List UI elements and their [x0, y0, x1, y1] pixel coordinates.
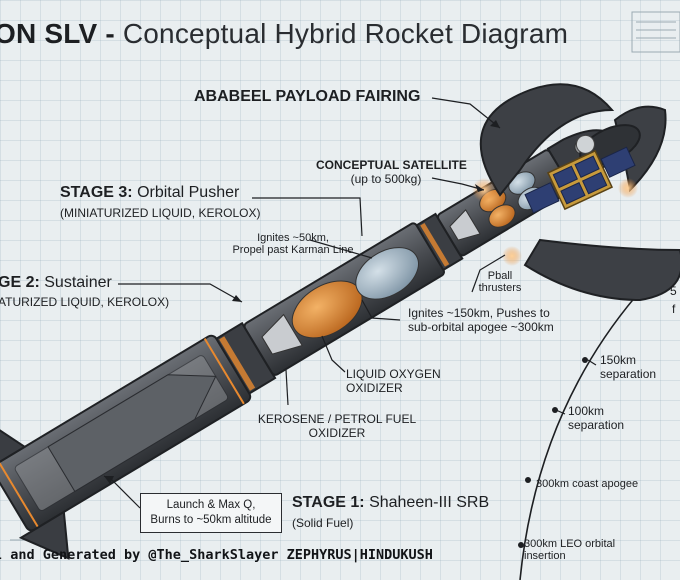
- rocket-body: [0, 129, 617, 560]
- sep150-line1: 150km: [600, 353, 637, 367]
- satellite-label: CONCEPTUAL SATELLITE: [316, 158, 467, 172]
- satellite: [524, 134, 636, 214]
- lox-label: LIQUID OXYGEN OXIDIZER: [346, 367, 441, 395]
- trajectory-coast: 300km coast apogee: [536, 478, 639, 490]
- lox-line2: OXIDIZER: [346, 381, 403, 395]
- leader-arrowheads: [104, 120, 500, 484]
- kerosene-line2: OXIDIZER: [308, 426, 366, 440]
- stage2-note-line2: sub-orbital apogee ~300km: [408, 320, 554, 334]
- stage2-prefix: GE 2:: [0, 274, 40, 291]
- stage3-name: Orbital Pusher: [137, 184, 240, 201]
- title-prefix: ON SLV -: [0, 18, 115, 49]
- stage3-note-line1: Ignites ~50km,: [257, 232, 329, 244]
- fairing-upper-half: [479, 83, 615, 197]
- stage3-heading: STAGE 3: Orbital Pusher: [60, 184, 239, 202]
- trajectory-sep100: 100km separation: [568, 404, 624, 432]
- stage3-note: Ignites ~50km, Propel past Karman Line: [218, 232, 368, 256]
- trajectory-sep150: 150km separation: [600, 353, 656, 381]
- stage1-note-line2: Burns to ~50km altitude: [150, 514, 272, 526]
- kerosene-label: KEROSENE / PETROL FUEL OXIDIZER: [252, 412, 422, 440]
- stage1-note-box: Launch & Max Q, Burns to ~50km altitude: [140, 493, 282, 533]
- lox-line1: LIQUID OXYGEN: [346, 367, 441, 381]
- stage2-note-line1: Ignites ~150km, Pushes to: [408, 306, 550, 320]
- stage2-name: Sustainer: [44, 274, 112, 291]
- sep100-line1: 100km: [568, 404, 605, 418]
- fairing-label: ABABEEL PAYLOAD FAIRING: [194, 88, 421, 105]
- leo-line1: 300km LEO orbital: [524, 538, 616, 550]
- stage2-note: Ignites ~150km, Pushes to sub-orbital ap…: [408, 306, 554, 334]
- satellite-callout: CONCEPTUAL SATELLITE (up to 500kg): [316, 158, 467, 186]
- trajectory-cut-top: 5: [670, 284, 677, 298]
- stage2-heading: GE 2: Sustainer: [0, 274, 112, 292]
- corner-title-block: [10, 11, 680, 541]
- stage1-note-line1: Launch & Max Q,: [166, 499, 256, 511]
- leo-line2: insertion: [524, 550, 566, 562]
- engine-glows: [472, 178, 638, 266]
- stage3-type: (MINIATURIZED LIQUID, KEROLOX): [60, 206, 261, 220]
- footer-credit: l and Generated by @The_SharkSlayer ZEPH…: [0, 547, 433, 563]
- stage2-type: ATURIZED LIQUID, KEROLOX): [0, 295, 170, 309]
- leader-lines: [103, 97, 597, 509]
- sep150-line2: separation: [600, 367, 657, 381]
- stage1-name: Shaheen-III SRB: [369, 494, 490, 511]
- stage1-heading: STAGE 1: Shaheen-III SRB: [292, 494, 489, 512]
- stage3-prefix: STAGE 3:: [60, 184, 133, 201]
- thrusters-label: Pball thrusters: [470, 270, 530, 294]
- kerosene-line1: KEROSENE / PETROL FUEL: [257, 412, 417, 426]
- sep100-line2: separation: [568, 418, 625, 432]
- satellite-note: (up to 500kg): [350, 172, 422, 186]
- stage1-type: (Solid Fuel): [292, 516, 354, 530]
- stage1-prefix: STAGE 1:: [292, 494, 365, 511]
- title-rest: Conceptual Hybrid Rocket Diagram: [122, 18, 569, 49]
- page-title: ON SLV - Conceptual Hybrid Rocket Diagra…: [0, 18, 568, 50]
- trajectory-leo: 300km LEO orbital insertion: [524, 538, 615, 562]
- thrusters-line2: thrusters: [478, 282, 522, 294]
- fairing-lower-half: [523, 238, 680, 302]
- stage3-note-line2: Propel past Karman Line: [232, 244, 354, 256]
- thrusters-line1: Pball: [487, 270, 513, 282]
- trajectory-cut-mid: f: [672, 302, 676, 316]
